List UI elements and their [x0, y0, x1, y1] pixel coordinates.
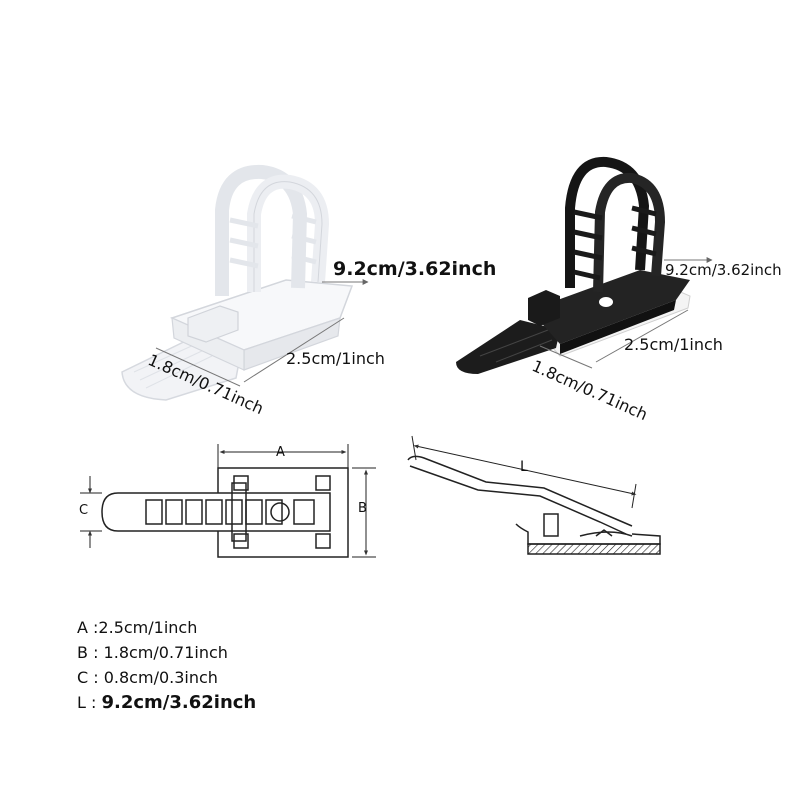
spec-value: 9.2cm/3.62inch	[101, 692, 257, 713]
white-clip-image	[121, 164, 354, 401]
spec-key: B :	[77, 643, 104, 662]
black-clip-width-label: 2.5cm/1inch	[624, 335, 723, 354]
black-clip-image	[456, 156, 691, 374]
spec-key: L :	[77, 693, 102, 712]
black-clip-length-label: 9.2cm/3.62inch	[665, 261, 782, 279]
side-view-drawing	[407, 435, 661, 555]
spec-value: 0.8cm/0.3inch	[103, 668, 218, 687]
top-view-drawing	[80, 444, 376, 558]
spec-key: C :	[77, 668, 104, 687]
dimension-c-letter: C	[79, 503, 89, 518]
spec-row-a: A :2.5cm/1inch	[77, 620, 197, 636]
dimension-l-letter: L	[520, 459, 528, 475]
black-clip-dimension-lines	[539, 257, 713, 369]
spec-value: 2.5cm/1inch	[98, 618, 198, 637]
spec-row-b: B : 1.8cm/0.71inch	[77, 645, 228, 661]
spec-row-l: L : 9.2cm/3.62inch	[77, 694, 256, 712]
spec-row-c: C : 0.8cm/0.3inch	[77, 670, 218, 686]
white-clip-length-label: 9.2cm/3.62inch	[333, 258, 497, 280]
dimension-b-letter: B	[358, 501, 367, 516]
dimension-a-letter: A	[276, 445, 285, 460]
white-clip-dimension-lines	[155, 279, 369, 387]
spec-key: A :	[77, 618, 99, 637]
white-clip-width-label: 2.5cm/1inch	[286, 349, 385, 368]
spec-value: 1.8cm/0.71inch	[103, 643, 228, 662]
